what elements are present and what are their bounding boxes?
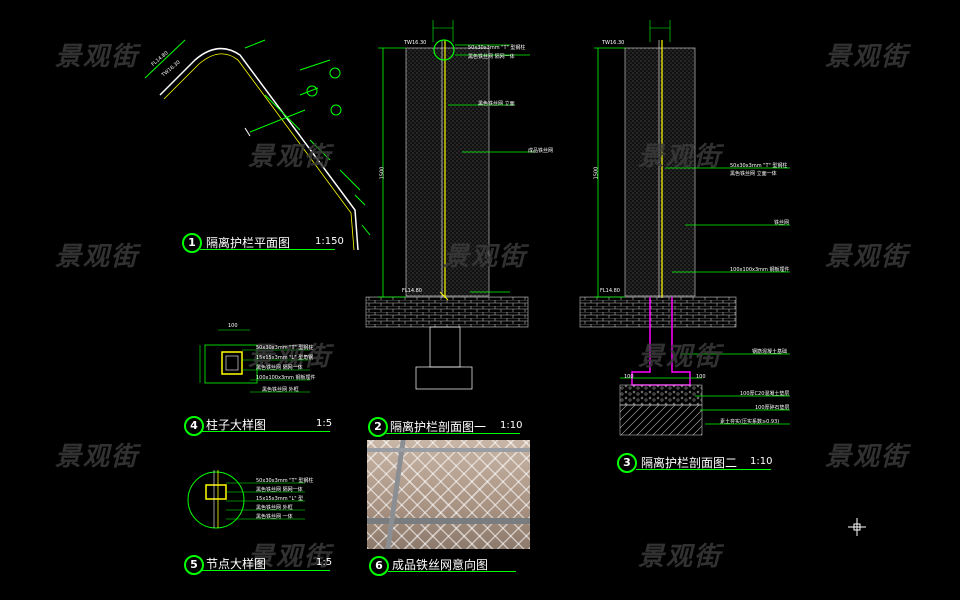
dim-small: 100	[624, 374, 634, 380]
title-underline	[636, 469, 771, 470]
section2-note: 黑色铁丝网 隔网一体	[468, 54, 515, 60]
view-scale-4: 1:5	[316, 418, 333, 429]
section3-note: 100x100x3mm 钢板埋件	[730, 267, 790, 273]
section2-note: 黑色铁丝网 立面	[478, 101, 515, 107]
dim-small: 100	[696, 374, 706, 380]
detail5-note: 15x15x3mm "L" 型	[256, 496, 304, 502]
section2-note: 50x30x3mm "T" 型钢柱	[468, 45, 526, 51]
detail4-note: 黑色铁丝网 隔网一体	[256, 365, 303, 371]
view-number-2: 2	[368, 417, 388, 437]
section3-note: 100厚C20混凝土垫层	[740, 391, 790, 397]
view-title-3: 隔离护栏剖面图二	[641, 456, 738, 470]
detail4-note: 50x30x3mm "T" 型钢柱	[256, 345, 314, 351]
detail5-note: 黑色铁丝网 外框	[256, 505, 293, 511]
section-two	[579, 20, 790, 436]
elevation-top-3: TW16.30	[602, 40, 625, 46]
column-detail	[199, 329, 310, 393]
section3-note: 100厚碎石垫层	[755, 405, 790, 411]
view-scale-2: 1:10	[500, 420, 523, 431]
crosshair-cursor-icon	[848, 518, 866, 536]
wire-mesh-photo	[367, 440, 530, 549]
node-detail	[187, 470, 305, 529]
elevation-bottom-3: FL14.80	[600, 288, 620, 294]
view-title-1: 隔离护栏平面图	[206, 236, 291, 250]
detail5-note: 50x30x3mm "T" 型钢柱	[256, 478, 314, 484]
view-number-1: 1	[182, 233, 202, 253]
section3-note: 铁丝网	[774, 220, 790, 226]
view-title-4: 柱子大样图	[206, 418, 267, 432]
dim-height-3: 1500	[593, 166, 600, 180]
section3-note: 黑色铁丝网 立面一体	[730, 171, 777, 177]
elevation-top-2: TW16.30	[404, 40, 427, 46]
detail4-note: 黑色铁丝网 外框	[262, 387, 299, 393]
section3-note: 钢筋混凝土基础	[752, 349, 788, 355]
section3-note: 素土夯实(压实系数≥0.93)	[720, 419, 780, 425]
dim-height-2: 1500	[379, 166, 386, 180]
title-underline	[388, 571, 516, 572]
view-number-4: 4	[184, 416, 204, 436]
view-number-6: 6	[369, 556, 389, 576]
detail4-note: 100x100x3mm 钢板埋件	[256, 375, 316, 381]
view-title-5: 节点大样图	[206, 557, 267, 571]
elevation-bottom-2: FL14.80	[402, 288, 422, 294]
view-scale-1: 1:150	[315, 236, 344, 247]
title-underline	[200, 249, 335, 250]
title-underline	[202, 570, 330, 571]
view-number-5: 5	[184, 555, 204, 575]
section2-note: 成品铁丝网	[528, 148, 554, 154]
title-underline	[202, 431, 330, 432]
title-underline	[386, 433, 520, 434]
view-title-2: 隔离护栏剖面图一	[390, 420, 487, 434]
detail5-note: 黑色铁丝网 隔网一体	[256, 487, 303, 493]
view-scale-5: 1:5	[316, 557, 333, 568]
dim-small: 100	[228, 323, 238, 329]
section3-note: 50x30x3mm "T" 型钢柱	[730, 163, 788, 169]
view-scale-3: 1:10	[750, 456, 773, 467]
plan-view	[144, 39, 371, 251]
view-number-3: 3	[617, 453, 637, 473]
section-one	[365, 20, 535, 390]
view-title-6: 成品铁丝网意向图	[392, 558, 489, 572]
detail4-note: 15x15x3mm "L" 型角钢	[256, 355, 314, 361]
detail5-note: 黑色铁丝网 一体	[256, 514, 293, 520]
